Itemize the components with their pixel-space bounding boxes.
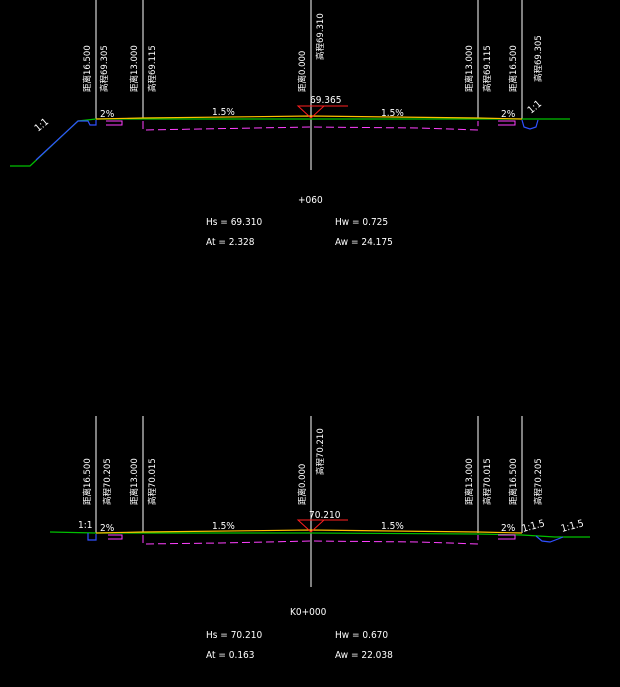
stat-at: At = 0.163: [206, 650, 255, 661]
label-distance-left-inner: 距离13.000: [129, 45, 140, 92]
stat-hw: Hw = 0.725: [335, 217, 388, 228]
center-elevation: 69.365: [310, 95, 341, 106]
ditch-right: [521, 119, 539, 130]
slope-right-lane: 1.5%: [381, 521, 404, 532]
subgrade-right-shoulder: [498, 120, 516, 126]
slope-right-shoulder: 2%: [501, 523, 516, 534]
label-distance-center: 距离0.000: [297, 464, 308, 505]
label-elev-right-inner: 高程70.015: [482, 458, 493, 505]
design-line: [95, 529, 523, 534]
label-distance-left-inner: 距离13.000: [129, 458, 140, 505]
station-label: K0+000: [290, 607, 327, 618]
subgrade-left-shoulder: [106, 120, 123, 126]
label-elev-center: 高程70.210: [315, 428, 326, 475]
slope-left-side: 1:1: [78, 520, 92, 531]
station-label: +060: [298, 195, 323, 206]
slope-right-shoulder: 2%: [501, 109, 516, 120]
label-distance-right-inner: 距离13.000: [464, 45, 475, 92]
label-distance-left-outer: 距离16.500: [82, 458, 93, 505]
slope-left-shoulder: 2%: [100, 523, 115, 534]
label-elev-left-inner: 高程69.115: [147, 45, 158, 92]
stat-hs: Hs = 69.310: [206, 217, 262, 228]
stat-hw: Hw = 0.670: [335, 630, 388, 641]
slope-right-side: 1:1: [526, 99, 544, 117]
label-elev-right-outer: 高程70.205: [533, 458, 544, 505]
label-elev-left-inner: 高程70.015: [147, 458, 158, 505]
label-elev-left-outer: 高程69.305: [99, 45, 110, 92]
slope-left-lane: 1.5%: [212, 521, 235, 532]
slope-right-side-a: 1:1.5: [521, 518, 546, 535]
label-distance-center: 距离0.000: [297, 51, 308, 92]
slope-right-side-b: 1:1.5: [560, 518, 585, 535]
slope-right-lane: 1.5%: [381, 108, 404, 119]
label-distance-right-outer: 距离16.500: [508, 45, 519, 92]
upper-section: 距离16.500 高程69.305 距离13.000 高程69.115 距离0.…: [10, 0, 570, 248]
label-elev-center: 高程69.310: [315, 13, 326, 60]
ground-line: [10, 118, 570, 167]
design-line: [95, 115, 523, 120]
label-elev-left-outer: 高程70.205: [102, 458, 113, 505]
ditch-left: [35, 120, 97, 161]
label-distance-right-inner: 距离13.000: [464, 458, 475, 505]
subgrade-right-shoulder: [498, 534, 516, 540]
label-distance-right-outer: 距离16.500: [508, 458, 519, 505]
label-elev-right-outer: 高程69.305: [533, 35, 544, 82]
slope-left-shoulder: 2%: [100, 109, 115, 120]
stat-at: At = 2.328: [206, 237, 255, 248]
lower-section: 距离16.500 高程70.205 距离13.000 高程70.015 距离0.…: [49, 416, 590, 661]
center-elevation: 70.210: [309, 510, 341, 521]
label-distance-left-outer: 距离16.500: [82, 45, 93, 92]
subgrade-left-shoulder: [108, 534, 123, 540]
stat-hs: Hs = 70.210: [206, 630, 262, 641]
stat-aw: Aw = 22.038: [335, 650, 393, 661]
ditch-right: [535, 535, 564, 543]
label-elev-right-inner: 高程69.115: [482, 45, 493, 92]
stat-aw: Aw = 24.175: [335, 237, 393, 248]
ditch-left: [87, 533, 97, 541]
slope-left-side: 1:1: [33, 117, 51, 135]
slope-left-lane: 1.5%: [212, 107, 235, 118]
